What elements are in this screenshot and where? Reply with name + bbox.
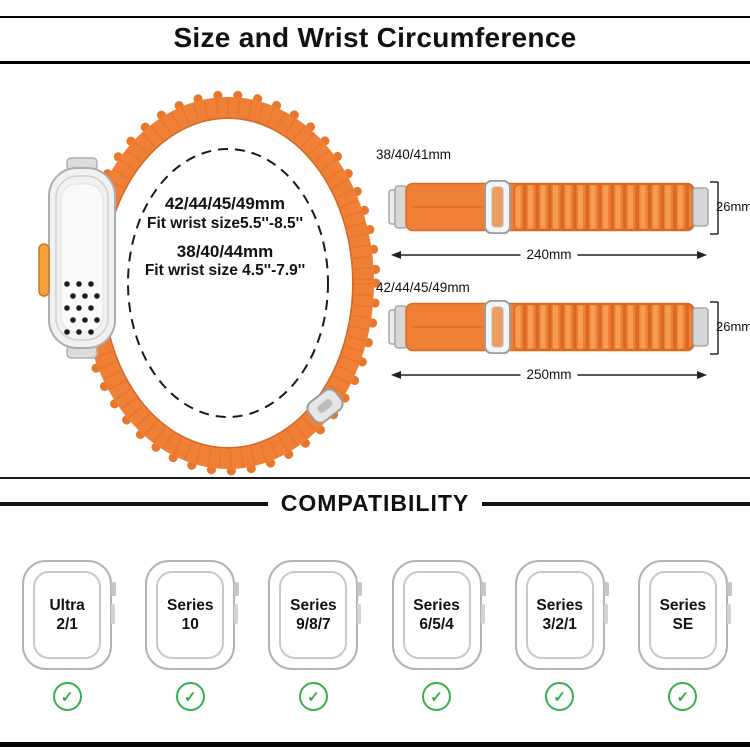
compatibility-models-row: Ultra 2/1 ✓ Series 10 ✓ Se: [0, 560, 750, 711]
model-name: Series: [167, 596, 214, 614]
page-title: Size and Wrist Circumference: [173, 22, 577, 53]
band-top-view-graphic: [388, 180, 709, 234]
side-button-icon: [603, 604, 608, 624]
side-button-icon: [726, 604, 731, 624]
band-diagram-large: 42/44/45/49mm 26mm: [368, 262, 750, 390]
crown-icon: [726, 582, 732, 596]
crown-icon: [357, 582, 363, 596]
check-icon: ✓: [175, 682, 205, 711]
watch-outline-icon: Series 9/8/7: [268, 560, 363, 670]
compatibility-heading: COMPATIBILITY: [0, 490, 750, 517]
model-variant: 9/8/7: [296, 615, 331, 633]
band-width-label: 26mm: [716, 199, 750, 214]
side-button-icon: [480, 604, 485, 624]
watch-outline-icon: Series 3/2/1: [514, 560, 609, 670]
top-divider-line: [0, 16, 750, 18]
compatibility-model-ultra: Ultra 2/1 ✓: [11, 560, 123, 711]
length-dimension-line: 240mm: [390, 247, 708, 263]
title-underline: [0, 61, 750, 64]
heading-rule-right: [482, 501, 750, 506]
compatibility-title: COMPATIBILITY: [280, 490, 470, 516]
compatibility-model-series987: Series 9/8/7 ✓: [257, 560, 369, 711]
band-length-label: 250mm: [520, 367, 578, 383]
watch-outline-icon: Series 10: [145, 560, 240, 670]
alpine-loop-watch-graphic: [38, 90, 381, 476]
side-button-icon: [357, 604, 362, 624]
compatibility-model-series321: Series 3/2/1 ✓: [504, 560, 616, 711]
length-dimension-line: 250mm: [390, 367, 708, 383]
model-variant: SE: [672, 615, 694, 633]
watch-screen: Series SE: [648, 571, 717, 659]
model-name: Series: [659, 596, 707, 614]
watch-outline-icon: Series 6/5/4: [391, 560, 486, 670]
watch-screen: Series 6/5/4: [402, 571, 471, 659]
band-sizes-label: 38/40/41mm: [376, 147, 452, 162]
watch-outline-icon: Ultra 2/1: [22, 560, 117, 670]
watch-screen: Series 9/8/7: [279, 571, 348, 659]
size-range-small: 38/40/44mm: [176, 241, 274, 261]
fit-size-text: 42/44/45/49mm Fit wrist size5.5''-8.5'' …: [100, 194, 350, 281]
watch-screen: Series 3/2/1: [525, 571, 594, 659]
model-name: Series: [536, 596, 583, 614]
width-dimension-bracket: [710, 301, 719, 355]
fit-wrist-small: Fit wrist size 4.5''-7.9'': [144, 262, 306, 280]
band-top-view-graphic: [388, 300, 709, 354]
band-diagram-small: 38/40/41mm 26mm: [368, 142, 750, 270]
crown-icon: [111, 582, 117, 596]
check-icon: ✓: [422, 682, 452, 711]
side-button-icon: [234, 604, 239, 624]
width-dimension-bracket: [710, 181, 719, 235]
crown-icon: [234, 582, 240, 596]
watch-screen: Series 10: [156, 571, 225, 659]
compatibility-model-seriesse: Series SE ✓: [627, 560, 739, 711]
check-icon: ✓: [668, 682, 698, 711]
model-name: Series: [413, 596, 460, 614]
band-width-label: 26mm: [716, 319, 750, 334]
crown-icon: [603, 582, 609, 596]
model-name: Ultra: [49, 596, 85, 614]
watch-with-band-illustration: 42/44/45/49mm Fit wrist size5.5''-8.5'' …: [25, 88, 385, 478]
watch-screen: Ultra 2/1: [33, 571, 102, 659]
compatibility-model-series10: Series 10 ✓: [134, 560, 246, 711]
band-sizes-label: 42/44/45/49mm: [376, 280, 470, 295]
watch-outline-icon: Series SE: [637, 560, 732, 670]
section-divider-line: [0, 477, 750, 479]
model-variant: 2/1: [56, 615, 78, 633]
model-variant: 10: [181, 615, 199, 633]
model-variant: 6/5/4: [419, 615, 454, 633]
heading-rule-left: [0, 501, 268, 506]
watch-ultra-body-icon: [38, 157, 116, 359]
size-range-large: 42/44/45/49mm: [164, 194, 286, 213]
check-icon: ✓: [52, 682, 82, 711]
model-variant: 3/2/1: [542, 615, 577, 633]
bottom-divider-line: [0, 742, 750, 747]
fit-wrist-large: Fit wrist size5.5''-8.5'': [146, 214, 304, 232]
check-icon: ✓: [298, 682, 328, 711]
g-hook-buckle-icon: [306, 388, 344, 424]
crown-icon: [480, 582, 486, 596]
band-length-label: 240mm: [520, 247, 578, 263]
check-icon: ✓: [545, 682, 575, 711]
side-button-icon: [111, 604, 116, 624]
compatibility-model-series654: Series 6/5/4 ✓: [381, 560, 493, 711]
model-name: Series: [290, 596, 337, 614]
